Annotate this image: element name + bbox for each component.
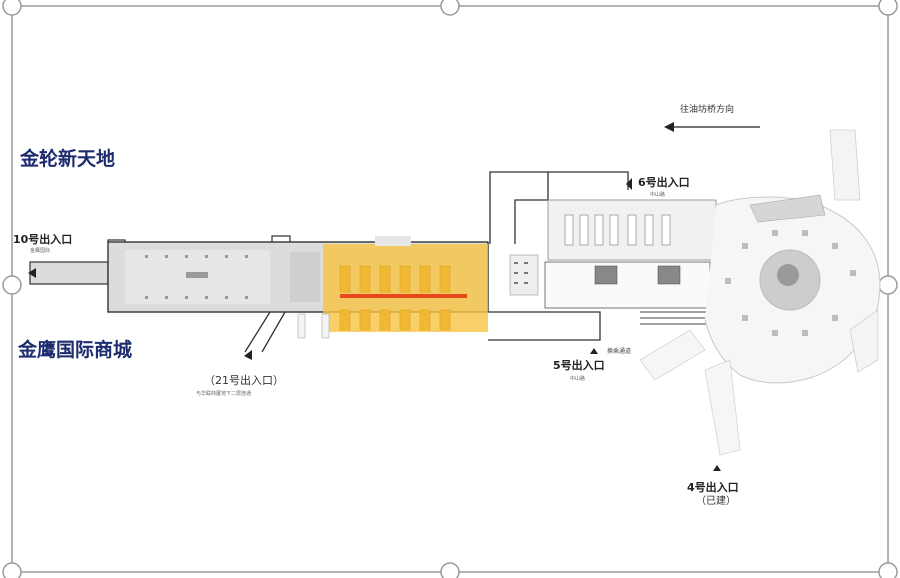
exit-21-corridor xyxy=(244,311,286,353)
east-platform-lines xyxy=(640,311,716,325)
frame-corner-top-left xyxy=(2,0,22,16)
southeast-passage xyxy=(849,309,879,373)
frame-corner-bottom-right xyxy=(878,562,898,578)
exit-5-label: 5号出入口 xyxy=(553,359,605,372)
east-hall-stairs xyxy=(564,214,671,246)
rotunda-columns xyxy=(725,230,856,336)
landmark-north: 金轮新天地 xyxy=(20,148,116,170)
exit-21-label: （21号出入口） xyxy=(204,374,284,387)
exit-4-label: 4号出入口 xyxy=(687,481,739,494)
round-hall-arc xyxy=(749,194,826,223)
east-side-stair xyxy=(509,254,539,296)
escalator-blocks xyxy=(594,265,681,285)
exit-10-sub: 金鹰国际 xyxy=(30,248,51,254)
transfer-label: 换乘通道 xyxy=(607,348,632,355)
frame-notch-top-mid xyxy=(440,0,460,16)
southwest-passage xyxy=(639,329,706,381)
concourse-notch-left xyxy=(107,239,126,242)
lower-panels xyxy=(297,313,330,339)
exit-10-label: 10号出入口 xyxy=(13,233,73,246)
frame-corner-bottom-left xyxy=(2,562,22,578)
exit-4-arrow xyxy=(713,465,721,471)
central-column xyxy=(777,264,799,286)
exit-21-arrow xyxy=(244,350,252,360)
frame-notch-left-mid xyxy=(2,275,22,295)
east-wall-bottom xyxy=(488,311,601,341)
exit-10-arrow xyxy=(28,268,36,278)
platform-structure xyxy=(544,261,711,309)
exit-6-arrow xyxy=(626,178,632,190)
frame-corner-top-right xyxy=(878,0,898,16)
direction-arrow-icon xyxy=(664,122,674,132)
exit-6-label: 6号出入口 xyxy=(638,176,690,189)
exit-21-sub: 与华联商厦地下二层连通 xyxy=(196,391,252,397)
south-passage xyxy=(704,359,741,456)
direction-label: 往油坊桥方向 xyxy=(680,105,735,115)
exit-6-sub: 中山路 xyxy=(650,192,666,198)
ticket-machine xyxy=(186,272,208,278)
northeast-passage xyxy=(829,129,861,201)
concourse-inner-2 xyxy=(290,252,320,302)
east-side-stair-marks xyxy=(514,262,528,284)
exit-4-note: （已建） xyxy=(696,496,736,507)
concourse-notch-mid xyxy=(271,235,291,242)
highlight-panels xyxy=(339,265,451,331)
landmark-south: 金鹰国际商城 xyxy=(18,339,133,361)
highlight-zone-top xyxy=(375,236,411,246)
exit-5-arrow xyxy=(590,348,598,354)
frame-notch-bottom-mid xyxy=(440,562,460,578)
exit-5-sub: 中山路 xyxy=(570,376,586,382)
exit-10-corridor xyxy=(29,261,109,285)
frame-notch-right-mid xyxy=(878,275,898,295)
east-wall-top xyxy=(489,171,549,244)
concourse-fixtures xyxy=(145,255,248,299)
